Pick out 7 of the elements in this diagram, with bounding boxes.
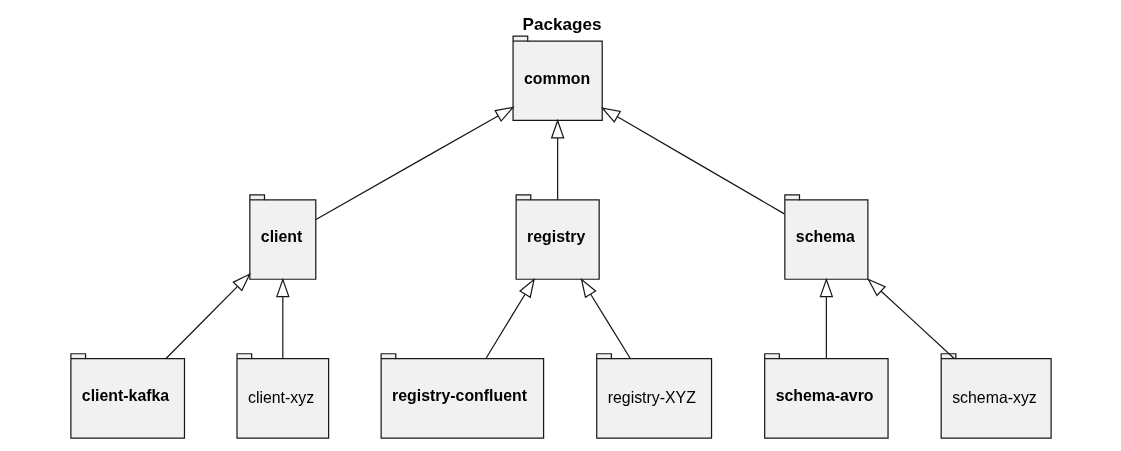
arrow — [600, 107, 785, 215]
arrow — [484, 277, 535, 360]
arrow — [314, 106, 515, 221]
arrow — [819, 277, 833, 360]
arrow — [550, 118, 564, 201]
arrow — [275, 277, 290, 360]
diagram-title: Packages — [522, 15, 601, 35]
